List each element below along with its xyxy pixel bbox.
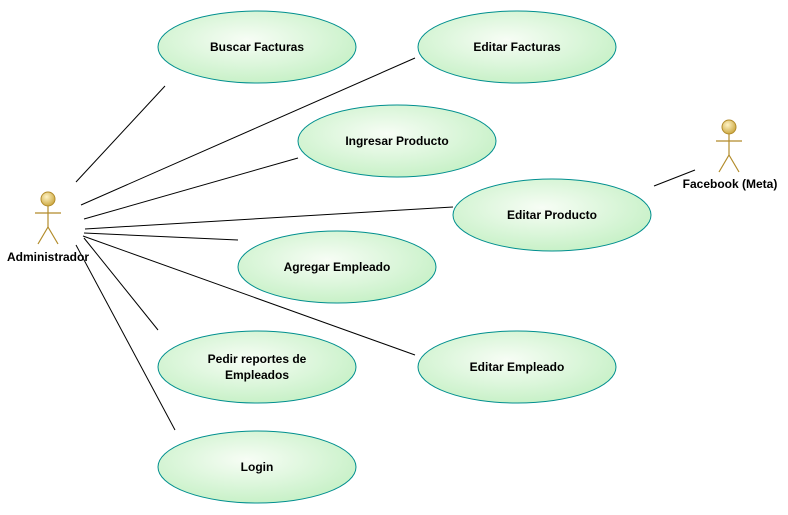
use-case-label: Editar Facturas: [473, 40, 561, 54]
use-case-ellipse: [157, 330, 357, 404]
use-case-label: Login: [241, 460, 274, 474]
use-case-label: Ingresar Producto: [345, 134, 448, 148]
use-case-label: Editar Producto: [507, 208, 597, 222]
use-case-ellipse: [452, 178, 652, 252]
use-case-editar-producto[interactable]: Editar Producto: [452, 178, 652, 252]
actors: Administrador Facebook (Meta): [7, 119, 778, 264]
association-line-admin-editar-facturas: [80, 57, 416, 206]
use-case-ellipse: [157, 430, 357, 504]
use-case-label: Empleados: [225, 368, 289, 382]
actor-name: Administrador: [7, 250, 89, 264]
use-case-pedir-reportes[interactable]: Pedir reportes de Empleados: [157, 330, 357, 404]
use-case-ellipse: [417, 10, 617, 84]
association-lines: [75, 57, 696, 431]
use-case-ellipse: [237, 230, 437, 304]
use-case-ellipse: [297, 104, 497, 178]
use-case-ellipse: [157, 10, 357, 84]
use-case-label: Buscar Facturas: [210, 40, 304, 54]
use-case-buscar-facturas[interactable]: Buscar Facturas: [157, 10, 357, 84]
association-line-admin-login: [75, 244, 176, 431]
association-line-admin-editar-empleado: [82, 235, 416, 356]
use-case-agregar-empleado[interactable]: Agregar Empleado: [237, 230, 437, 304]
association-line-facebook-editar-producto: [653, 169, 696, 187]
association-line-admin-editar-producto: [84, 206, 454, 230]
use-case-label: Agregar Empleado: [284, 260, 391, 274]
association-line-admin-pedir-reportes: [83, 237, 159, 331]
use-case-editar-facturas[interactable]: Editar Facturas: [417, 10, 617, 84]
actor-facebook[interactable]: Facebook (Meta): [683, 119, 778, 191]
use-case-ingresar-producto[interactable]: Ingresar Producto: [297, 104, 497, 178]
association-line-admin-buscar-facturas: [75, 85, 166, 183]
use-case-editar-empleado[interactable]: Editar Empleado: [417, 330, 617, 404]
actor-name: Facebook (Meta): [683, 177, 778, 191]
association-line-admin-agregar-empleado: [83, 232, 239, 241]
stick-figure-actor-icon: [716, 119, 742, 173]
association-line-admin-ingresar-producto: [83, 157, 299, 220]
use-case-ellipse: [417, 330, 617, 404]
use-case-label: Pedir reportes de: [208, 352, 307, 366]
actor-admin[interactable]: Administrador: [7, 191, 89, 264]
stick-figure-actor-icon: [35, 191, 61, 245]
use-case-login[interactable]: Login: [157, 430, 357, 504]
use-case-label: Editar Empleado: [470, 360, 565, 374]
